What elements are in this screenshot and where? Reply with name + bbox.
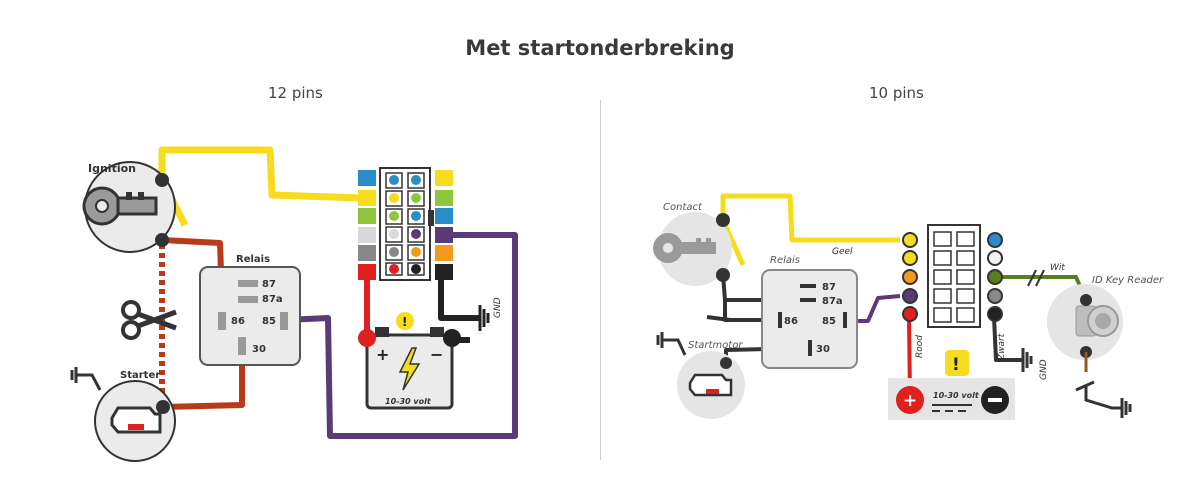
relay-pin-87: 87: [822, 282, 836, 293]
battery: + −: [358, 327, 461, 410]
startmotor: [677, 351, 745, 419]
svg-text:+: +: [376, 345, 389, 364]
key-icon: [653, 233, 716, 263]
wire-yellow-ignition: [158, 146, 363, 227]
wire-brown-relay-starter: [162, 350, 245, 410]
geel-label: Geel: [832, 247, 853, 257]
relay-box: [199, 266, 301, 366]
relay-pin-30: 30: [816, 344, 830, 355]
warning-icon: [945, 350, 969, 376]
right-heading: 10 pins: [869, 84, 924, 102]
lightning-icon: [398, 347, 421, 391]
gnd-ground-icon: [1021, 348, 1033, 372]
wire-black-zwart: [992, 316, 1023, 362]
starter-label: Starter: [120, 370, 160, 381]
gnd-label: GND: [493, 297, 503, 318]
battery-panel: +: [888, 378, 1015, 420]
diagram-12-pins: Ignition Relais 87 87a 86 85 30 Starter: [70, 146, 518, 462]
key-icon: [82, 186, 158, 226]
relay-pin-86: 86: [231, 316, 245, 327]
wire-cut-mark: [1027, 269, 1045, 287]
starter-motor: [94, 380, 176, 462]
page-title: Met startonderbreking: [465, 36, 735, 60]
left-heading: 12 pins: [268, 84, 323, 102]
panel-divider: [600, 100, 601, 460]
gnd-ground-icon: [478, 305, 490, 331]
wire-black-startmotor-86: [706, 315, 731, 322]
rood-label: Rood: [915, 335, 925, 358]
reader-label: ID Key Reader: [1092, 275, 1164, 286]
connector-10-pin: [902, 224, 1003, 328]
zwart-label: Zwart: [997, 333, 1007, 361]
reader-ground-icon: [1120, 398, 1132, 418]
svg-text:−: −: [430, 345, 443, 364]
scissors-icon: [121, 300, 177, 340]
warning-mark: !: [952, 355, 960, 375]
engine-icon: [688, 373, 733, 397]
relay-label: Relais: [236, 254, 270, 265]
startmotor-ground-icon: [656, 332, 687, 356]
relay-pin-87: 87: [262, 279, 276, 290]
relay-box: [761, 269, 858, 369]
id-key-reader: [1047, 284, 1123, 360]
ignition-label: Ignition: [88, 162, 136, 175]
connector-12-pin: [358, 167, 453, 281]
reader-ground-wire: [1075, 380, 1122, 410]
starter-ground-icon: [70, 367, 102, 391]
svg-text:+: +: [903, 391, 917, 411]
relay-pin-87a: 87a: [262, 294, 283, 305]
relay-pin-87a: 87a: [822, 296, 843, 307]
relay-pin-85: 85: [822, 316, 836, 327]
wire-yellow-contact: [720, 193, 900, 243]
relay-pin-85: 85: [262, 316, 276, 327]
contact-label: Contact: [663, 202, 703, 213]
warning-mark: !: [402, 315, 407, 329]
diagram-10-pins: Contact Relais 87 87a 86 85 30 Startmoto…: [653, 193, 1164, 420]
gnd-label: GND: [1039, 359, 1049, 380]
battery-voltage: 10-30 volt: [933, 391, 980, 400]
relay-pin-86: 86: [784, 316, 798, 327]
warning-icon: [396, 312, 414, 330]
wit-label: Wit: [1050, 263, 1065, 273]
contact-switch: [653, 212, 732, 286]
battery-voltage: 10-30 volt: [385, 397, 432, 406]
wire-purple: [284, 232, 518, 439]
relay-pin-30: 30: [252, 344, 266, 355]
relay-label: Relais: [770, 255, 800, 266]
ignition-switch: [82, 161, 176, 253]
startmotor-label: Startmotor: [688, 340, 743, 351]
engine-icon: [110, 406, 162, 434]
wire-black-gnd: [438, 270, 480, 321]
